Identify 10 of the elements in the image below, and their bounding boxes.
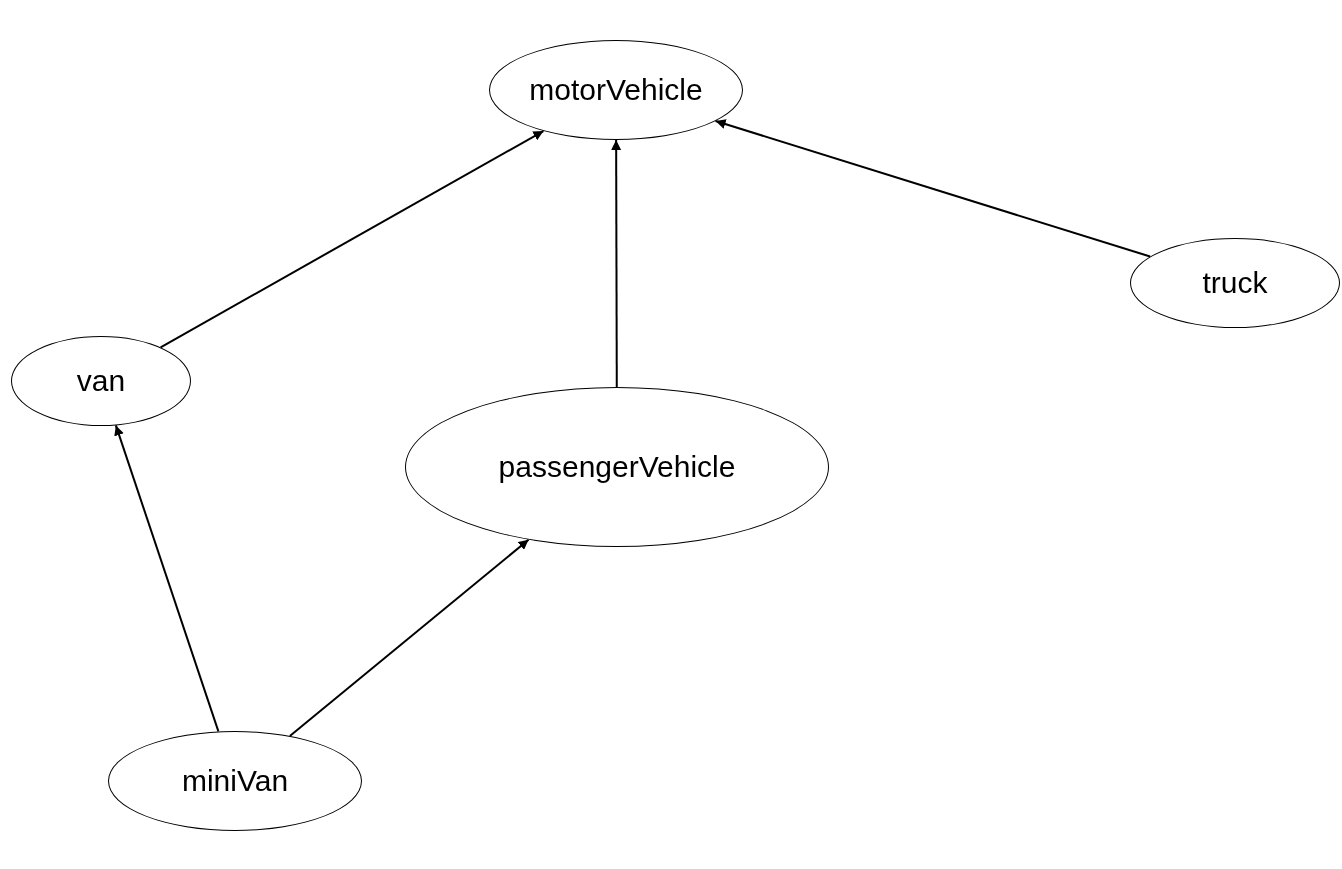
node-label: passengerVehicle: [498, 449, 736, 486]
arrow: [114, 424, 220, 733]
arrow: [714, 119, 1152, 258]
arrow: [159, 130, 545, 349]
node-label: van: [76, 363, 126, 400]
node-label: motorVehicle: [529, 72, 703, 109]
node-label: miniVan: [181, 763, 289, 800]
node-label: truck: [1202, 265, 1268, 302]
arrow: [611, 139, 622, 388]
arrow: [288, 538, 530, 737]
